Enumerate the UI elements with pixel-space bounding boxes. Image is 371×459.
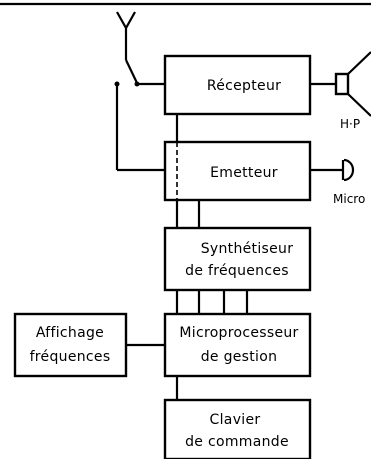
affichage-block (13, 312, 128, 378)
hp-label: H·P (340, 117, 360, 131)
clavier-label-2: de commande (185, 434, 289, 450)
clavier-block (163, 398, 312, 459)
emetteur-label: Emetteur (210, 165, 278, 181)
speaker-icon (310, 51, 371, 117)
clavier-label-1: Clavier (210, 412, 261, 428)
micro-label: Micro (333, 192, 365, 206)
synthetiseur-block (163, 226, 312, 292)
switch-icon (114, 59, 165, 172)
synthetiseur-label-2: de fréquences (185, 263, 289, 279)
recepteur-label: Récepteur (207, 78, 281, 94)
microprocesseur-label-2: de gestion (201, 349, 278, 365)
emetteur-block (163, 140, 312, 202)
microprocesseur-label-1: Microprocesseur (179, 325, 298, 341)
microphone-icon (310, 158, 355, 182)
affichage-label-1: Affichage (36, 325, 104, 341)
microprocesseur-block (163, 312, 312, 378)
antenna-icon (116, 11, 136, 60)
synthetiseur-label-1: Synthétiseur (201, 241, 294, 257)
affichage-label-2: fréquences (30, 349, 111, 365)
